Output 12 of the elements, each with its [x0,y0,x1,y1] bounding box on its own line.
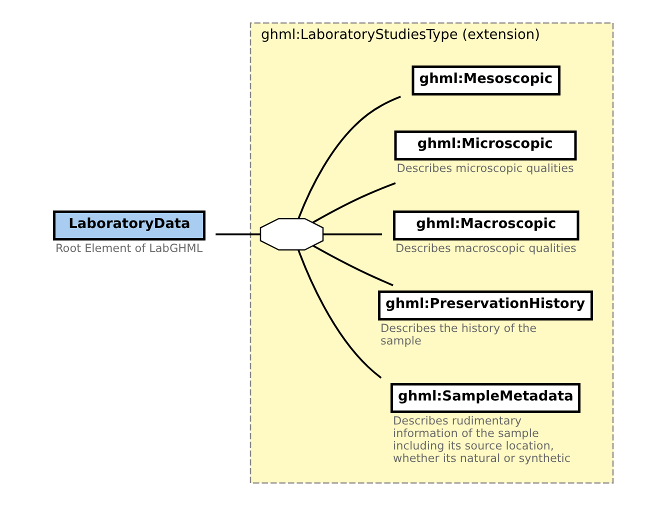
connector [216,233,260,236]
connector [312,182,396,224]
node-label: Describes macroscopic qualities [396,242,576,255]
connector [312,244,394,286]
node-label: Root Element of LabGHML [56,242,203,255]
node-label: Describes the history of the sample [380,322,537,348]
node-label: Describes microscopic qualities [396,162,574,175]
connector [298,250,382,379]
node-octagon [260,218,324,250]
connector [298,96,401,219]
connector [323,233,382,236]
node-label: Describes rudimentary information of the sample including its source location, whether its natural or synthetic [393,414,571,465]
